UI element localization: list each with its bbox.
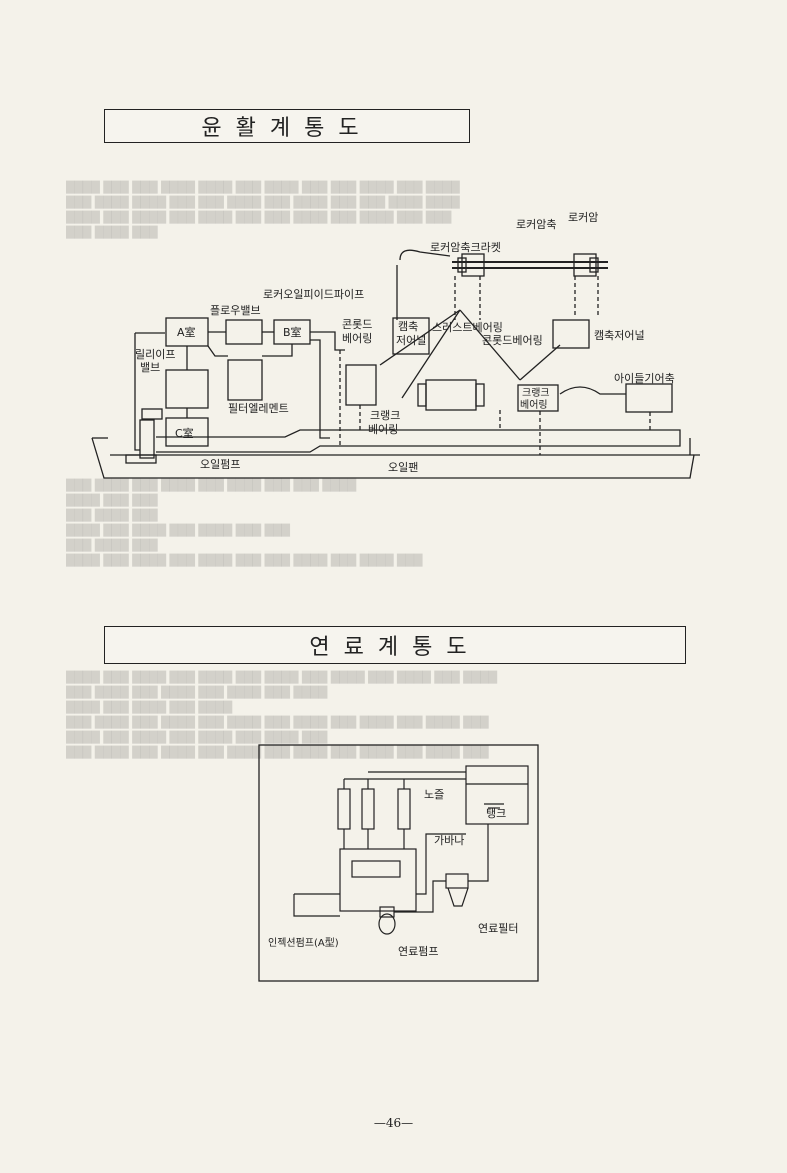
- bleed-through-text: ████ ███ ████ ███ ████ ███ ████ ███ ████…: [66, 671, 498, 759]
- label-thrust-bearing: 스러스트베어링: [432, 321, 503, 334]
- label-fuel-filter: 연료필터: [478, 922, 518, 935]
- label-relief-valve-1: 릴리이프: [135, 348, 175, 361]
- label-relief-valve-2: 밸브: [140, 361, 160, 374]
- fuel-title: 연료계통도: [309, 635, 481, 660]
- label-oil-pan: 오일팬: [388, 460, 418, 474]
- label-chamber-a: A室: [177, 325, 196, 339]
- label-conrod-bearing-right: 콘롯드베어링: [482, 334, 543, 347]
- label-fuel-pump: 연료펌프: [398, 945, 438, 958]
- label-crank-bearing-right-2: 베어링: [520, 399, 548, 411]
- label-conrod-bearing-left-2: 베어링: [342, 332, 372, 345]
- label-governor: 가바나: [434, 834, 464, 847]
- label-chamber-c: C室: [175, 426, 194, 440]
- label-injection-pump: 인젝션펌프(A型): [268, 936, 339, 949]
- label-nozzle: 노즐: [424, 788, 444, 801]
- label-rocker-oil-feed-pipe: 로커오일피이드파이프: [263, 287, 364, 301]
- label-crank-bearing-left-1: 크랭크: [370, 409, 400, 422]
- label-tank: 탱크: [486, 807, 506, 820]
- fuel-diagram: 노즐 탱크 가바나 연료필터 인젝션펌프(A型) 연료펌프: [258, 744, 539, 982]
- label-oil-pump: 오일펌프: [200, 457, 240, 471]
- label-camshaft-journal-left-1: 캠축: [398, 320, 418, 333]
- lubrication-title-box: 윤활계통도: [104, 109, 470, 143]
- lubrication-diagram: 로커암축크라켓 로커암축 로커암 로커오일피이드파이프 플로우밸브 A室 B室 …: [91, 211, 700, 479]
- bleed-through-text: ████ ███ ███ ████ ████ ███ ████ ███ ███ …: [66, 181, 460, 239]
- label-conrod-bearing-left-1: 콘롯드: [342, 318, 372, 331]
- label-flow-valve: 플로우밸브: [210, 304, 261, 317]
- page-number: —46—: [373, 1116, 414, 1130]
- label-chamber-b: B室: [283, 325, 302, 339]
- fuel-title-box: 연료계통도: [104, 626, 686, 664]
- label-rocker-shaft-bracket: 로커암축크라켓: [430, 241, 501, 254]
- label-rocker-shaft: 로커암축: [516, 218, 556, 231]
- label-crank-bearing-right-1: 크랭크: [522, 387, 550, 399]
- label-idler-gear-shaft: 아이들기어축: [614, 372, 675, 385]
- label-rocker-arm: 로커암: [568, 211, 598, 224]
- label-filter-element: 필터엘레멘트: [228, 402, 289, 415]
- label-camshaft-journal-left-2: 저어널: [396, 334, 426, 347]
- label-crank-bearing-left-2: 베어링: [368, 423, 398, 436]
- lubrication-title: 윤활계통도: [201, 116, 373, 141]
- bleed-through-text: ███ ████ ███ ████ ███ ████ ███ ███ ████ …: [66, 479, 423, 567]
- label-camshaft-journal-right: 캠축저어널: [594, 329, 645, 342]
